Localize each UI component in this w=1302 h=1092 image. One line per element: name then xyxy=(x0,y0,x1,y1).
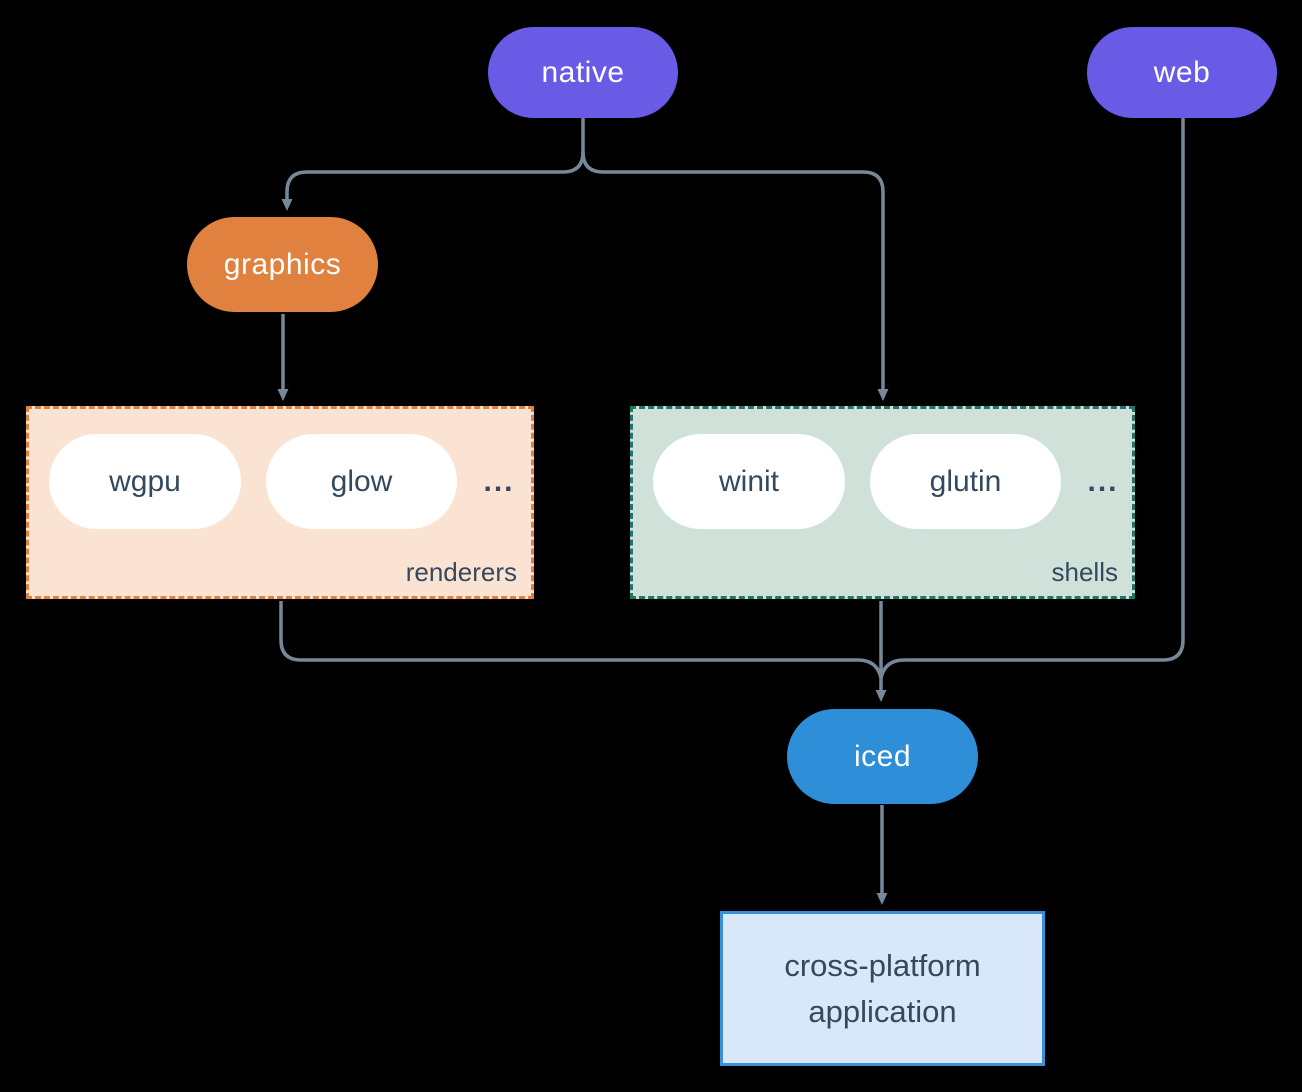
node-glow: glow xyxy=(266,434,457,529)
node-graphics-label: graphics xyxy=(223,247,342,281)
edge-native-to-graphics xyxy=(281,118,585,211)
node-native-label: native xyxy=(541,55,625,89)
node-iced: iced xyxy=(787,709,978,804)
application-label-line2: application xyxy=(808,993,957,1029)
node-glow-label: glow xyxy=(330,464,393,498)
node-wgpu-label: wgpu xyxy=(109,464,181,498)
node-native: native xyxy=(488,27,678,118)
shells-ellipsis: ... xyxy=(1087,464,1119,498)
group-shells: winit glutin ... shells xyxy=(630,406,1135,599)
node-web: web xyxy=(1087,27,1277,118)
edge-native-to-shells xyxy=(581,151,889,401)
node-winit-label: winit xyxy=(718,464,779,498)
node-web-label: web xyxy=(1153,55,1211,89)
group-renderers: wgpu glow ... renderers xyxy=(26,406,534,599)
node-glutin-label: glutin xyxy=(929,464,1002,498)
shells-group-label: shells xyxy=(1051,557,1118,587)
node-cross-platform-application: cross-platform application xyxy=(720,911,1045,1066)
node-graphics: graphics xyxy=(187,217,378,312)
node-iced-label: iced xyxy=(853,739,912,773)
node-wgpu: wgpu xyxy=(49,434,241,529)
renderers-group-label: renderers xyxy=(405,557,517,587)
node-winit: winit xyxy=(653,434,845,529)
edge-renderers-to-merge xyxy=(279,601,883,679)
application-label-line1: cross-platform xyxy=(784,947,981,983)
node-glutin: glutin xyxy=(870,434,1061,529)
renderers-ellipsis: ... xyxy=(483,464,515,498)
edge-web-to-merge xyxy=(879,118,1185,679)
